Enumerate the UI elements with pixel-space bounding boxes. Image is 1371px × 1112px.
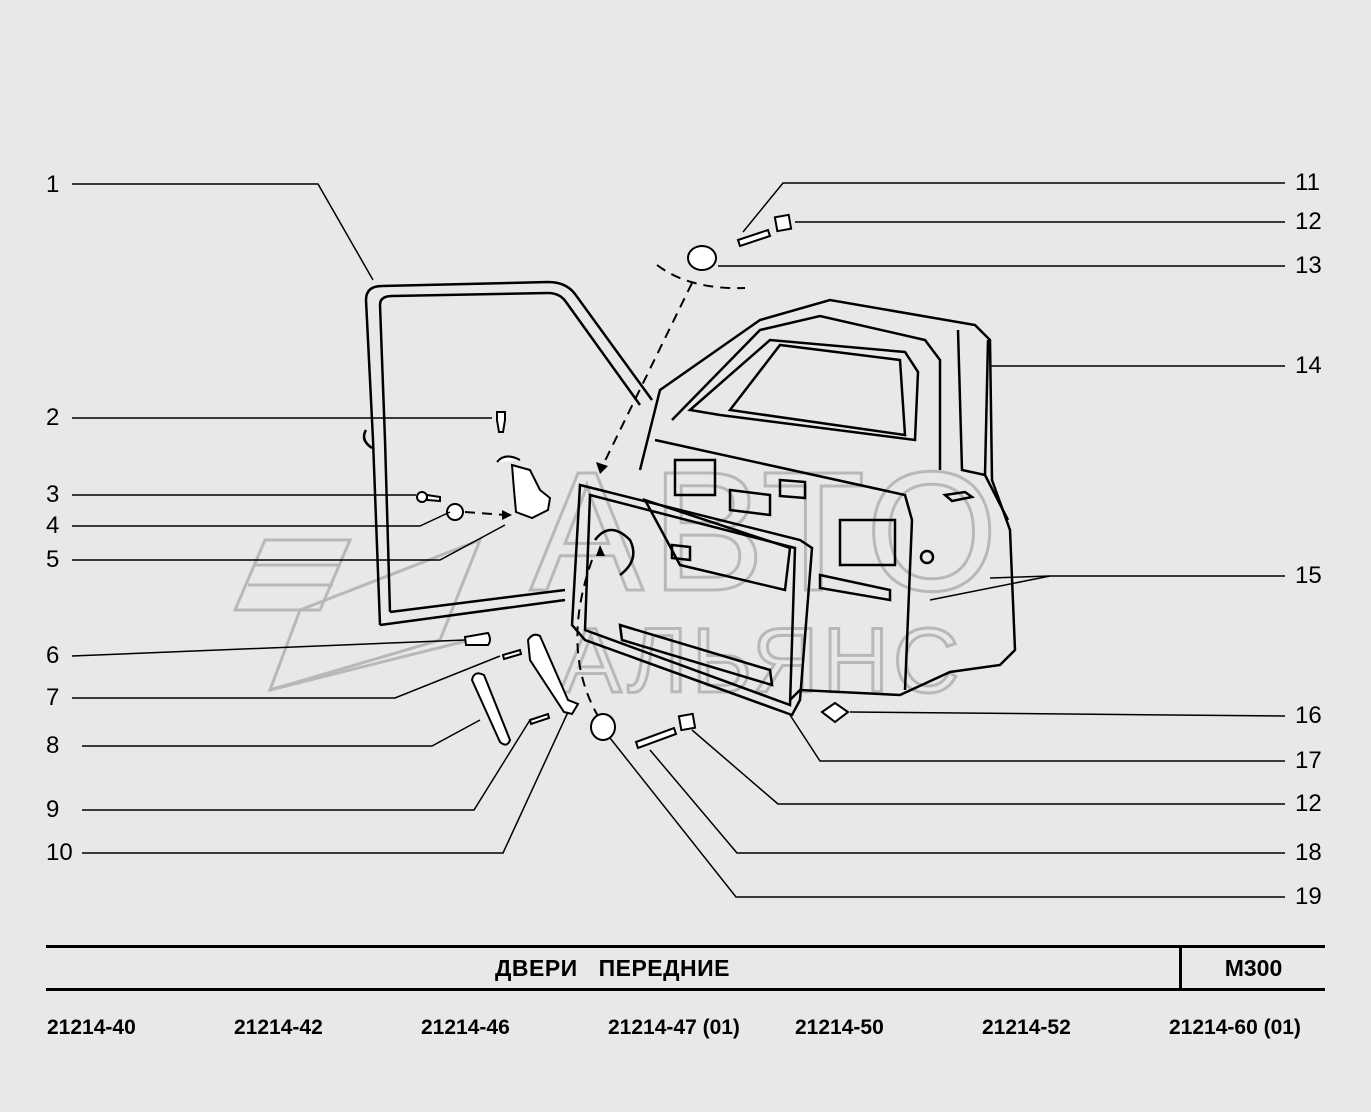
clip-part-12-bottom bbox=[677, 712, 697, 732]
callout-10: 10 bbox=[46, 839, 73, 866]
cap-part-6 bbox=[463, 631, 491, 646]
callout-12-bottom: 12 bbox=[1295, 790, 1322, 817]
callout-18: 18 bbox=[1295, 839, 1322, 866]
callout-11: 11 bbox=[1295, 169, 1320, 196]
small-parts bbox=[416, 213, 850, 750]
door-panel bbox=[638, 298, 1017, 701]
callout-15: 15 bbox=[1295, 562, 1322, 589]
assembly-dashes bbox=[464, 264, 746, 717]
cap-part-13 bbox=[687, 245, 717, 271]
clip-part-16 bbox=[820, 701, 850, 724]
screw-part-7 bbox=[501, 648, 523, 661]
callout-13: 13 bbox=[1295, 252, 1322, 279]
callout-8: 8 bbox=[46, 732, 60, 759]
callout-6: 6 bbox=[46, 642, 60, 669]
arrowheads bbox=[502, 462, 608, 556]
callout-17: 17 bbox=[1295, 747, 1322, 774]
screw-part-11 bbox=[736, 228, 772, 248]
handle-part-8 bbox=[470, 672, 512, 746]
screw-part-18 bbox=[634, 726, 678, 750]
pin-part-2 bbox=[496, 411, 506, 433]
callout-4: 4 bbox=[46, 512, 60, 539]
cap-part-19 bbox=[590, 713, 616, 741]
title-divider bbox=[1179, 948, 1182, 988]
model-code: 21214-40 bbox=[47, 1016, 136, 1039]
screw-part-9 bbox=[528, 712, 551, 726]
door-seal bbox=[362, 280, 654, 627]
callout-12-top: 12 bbox=[1295, 208, 1322, 235]
callout-3: 3 bbox=[46, 481, 60, 508]
model-code: 21214-46 bbox=[421, 1016, 510, 1039]
leader-lines bbox=[71, 182, 1286, 898]
model-code: 21214-52 bbox=[982, 1016, 1071, 1039]
handle-part-10 bbox=[526, 633, 580, 716]
model-code: 21214-47 (01) bbox=[608, 1016, 740, 1039]
washer-part-4 bbox=[446, 503, 464, 521]
bolt-part-3 bbox=[416, 491, 428, 503]
callout-1: 1 bbox=[46, 171, 60, 198]
watermark-logo bbox=[232, 537, 483, 693]
model-code: 21214-60 (01) bbox=[1169, 1016, 1301, 1039]
callout-9: 9 bbox=[46, 796, 60, 823]
door-trim-panel bbox=[570, 483, 814, 717]
callout-14: 14 bbox=[1295, 352, 1322, 379]
title-block: ДВЕРИ ПЕРЕДНИЕ M300 bbox=[46, 945, 1325, 991]
callout-5: 5 bbox=[46, 546, 60, 573]
callout-2: 2 bbox=[46, 404, 60, 431]
callout-16: 16 bbox=[1295, 702, 1322, 729]
lock-mechanism bbox=[510, 463, 552, 520]
model-code: 21214-50 bbox=[795, 1016, 884, 1039]
callout-7: 7 bbox=[46, 684, 60, 711]
clip-part-12-top bbox=[773, 213, 793, 233]
page-title: ДВЕРИ ПЕРЕДНИЕ bbox=[494, 954, 731, 981]
callout-19: 19 bbox=[1295, 883, 1322, 910]
section-code: M300 bbox=[1224, 954, 1283, 981]
model-code: 21214-42 bbox=[234, 1016, 323, 1039]
